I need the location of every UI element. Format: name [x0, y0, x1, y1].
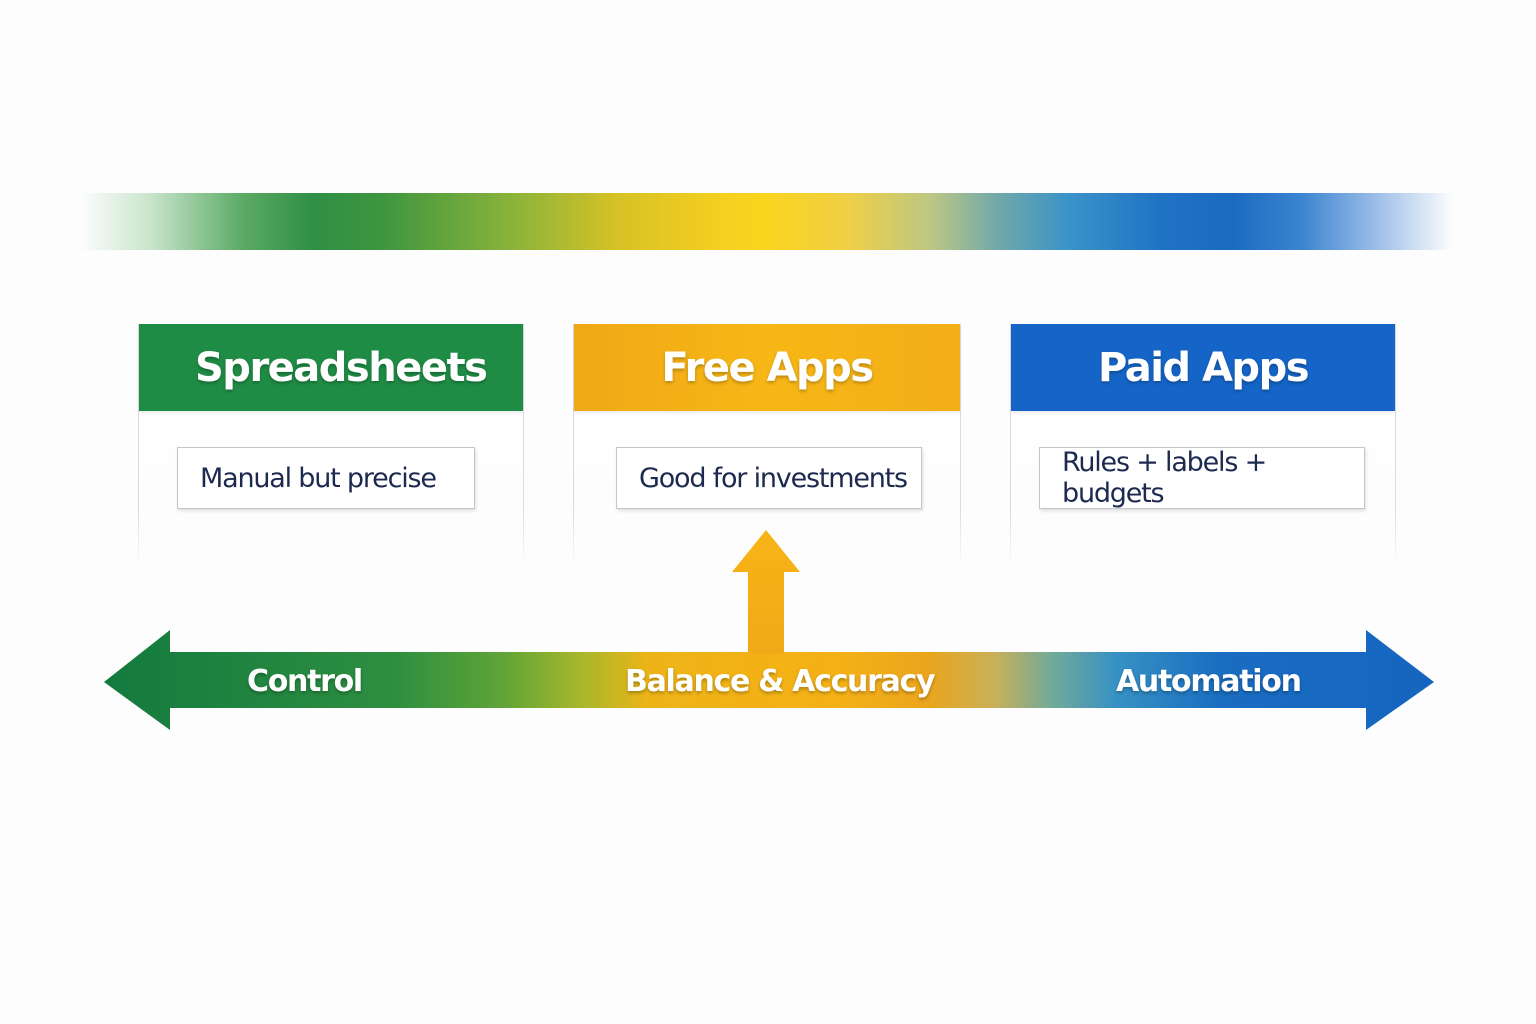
- card-note-spreadsheets: Manual but precise: [177, 447, 475, 509]
- card-title: Spreadsheets: [195, 344, 488, 391]
- card-note-free-apps: Good for investments: [616, 447, 922, 509]
- axis-label-automation: Automation: [1116, 664, 1302, 699]
- double-arrow-spectrum-icon: [104, 630, 1434, 730]
- card-note-text: Manual but precise: [200, 462, 437, 494]
- card-header-paid-apps: Paid Apps: [1011, 324, 1395, 411]
- card-header-spreadsheets: Spreadsheets: [139, 324, 523, 411]
- spectrum-gradient-bar: [80, 193, 1452, 250]
- card-note-paid-apps: Rules + labels + budgets: [1039, 447, 1365, 509]
- card-paid-apps: Paid Apps Rules + labels + budgets: [1010, 324, 1396, 569]
- card-spreadsheets: Spreadsheets Manual but precise: [138, 324, 524, 569]
- card-note-text: Good for investments: [639, 462, 908, 494]
- axis-label-control: Control: [247, 664, 363, 699]
- card-note-text: Rules + labels + budgets: [1062, 447, 1267, 509]
- axis-label-balance-accuracy: Balance & Accuracy: [625, 664, 936, 699]
- card-header-free-apps: Free Apps: [574, 324, 960, 411]
- card-title: Paid Apps: [1097, 344, 1310, 391]
- up-arrow-icon: [732, 530, 800, 654]
- card-title: Free Apps: [661, 344, 874, 391]
